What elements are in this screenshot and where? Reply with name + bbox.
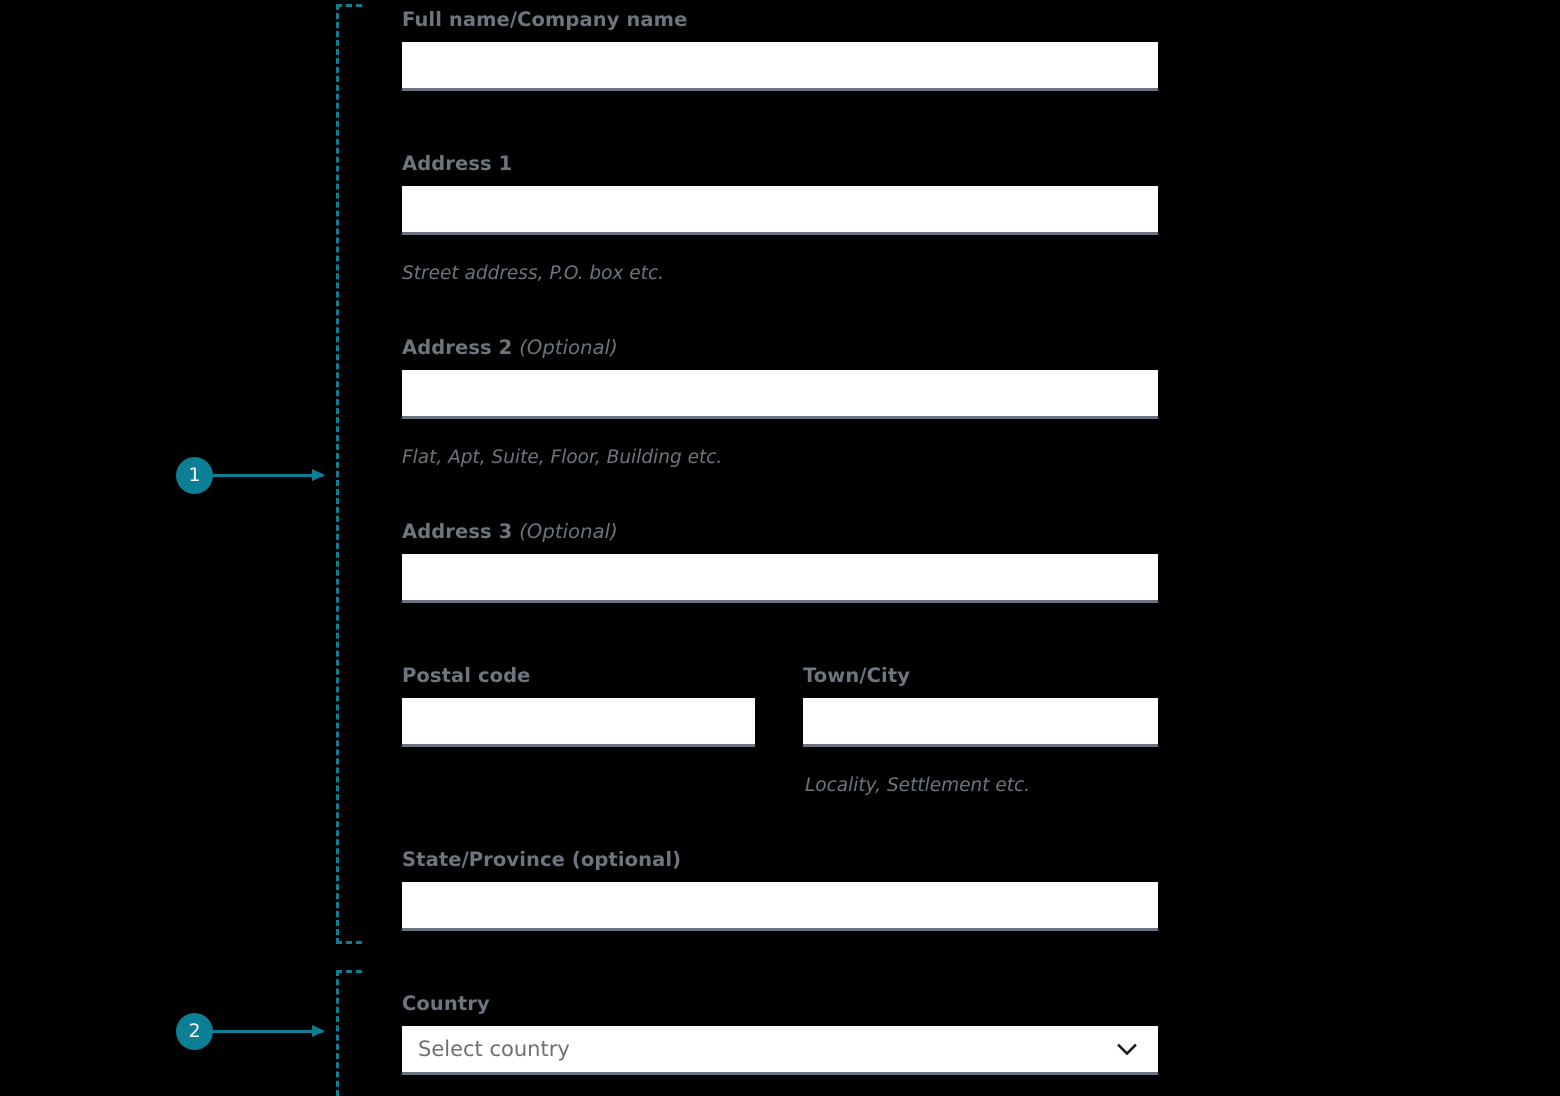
field-group-full-name: Full name/Company name bbox=[402, 8, 1158, 92]
postal-code-label: Postal code bbox=[402, 664, 755, 687]
address-1-label-text: Address 1 bbox=[402, 152, 513, 175]
field-group-postal-code: Postal code bbox=[402, 664, 755, 748]
address-2-helper-text: Flat, Apt, Suite, Floor, Building etc. bbox=[402, 447, 723, 468]
callout-arrow-2 bbox=[210, 1025, 325, 1037]
full-name-label-text: Full name/Company name bbox=[402, 8, 688, 31]
chevron-down-icon bbox=[1114, 1036, 1140, 1062]
address-3-input[interactable] bbox=[402, 554, 1158, 604]
address-3-optional-tag: (Optional) bbox=[519, 520, 618, 543]
town-city-helper-text: Locality, Settlement etc. bbox=[805, 775, 1031, 796]
region-1-dashed-top-stub bbox=[336, 4, 362, 7]
address-3-label-text: Address 3 bbox=[402, 520, 513, 543]
callout-badge-2: 2 bbox=[176, 1013, 213, 1050]
callout-arrow-1 bbox=[210, 469, 325, 481]
town-city-label-text: Town/City bbox=[803, 664, 911, 687]
town-city-label: Town/City bbox=[803, 664, 1158, 687]
address-1-input[interactable] bbox=[402, 186, 1158, 236]
region-1-dashed-bottom-stub bbox=[336, 941, 362, 944]
postal-code-input[interactable] bbox=[402, 698, 755, 748]
field-group-town-city: Town/City bbox=[803, 664, 1158, 748]
field-group-address-1: Address 1 bbox=[402, 152, 1158, 236]
field-group-country: Country Select country bbox=[402, 992, 1158, 1076]
address-2-input[interactable] bbox=[402, 370, 1158, 420]
field-group-state-province: State/Province (optional) bbox=[402, 848, 1158, 932]
state-province-label: State/Province (optional) bbox=[402, 848, 1158, 871]
callout-badge-1: 1 bbox=[176, 457, 213, 494]
region-1-dashed-boundary bbox=[336, 4, 339, 944]
full-name-input[interactable] bbox=[402, 42, 1158, 92]
country-label-text: Country bbox=[402, 992, 490, 1015]
region-2-dashed-boundary bbox=[336, 970, 339, 1096]
state-province-label-text: State/Province (optional) bbox=[402, 848, 682, 871]
country-select[interactable]: Select country bbox=[402, 1026, 1158, 1076]
address-1-label: Address 1 bbox=[402, 152, 1158, 175]
country-label: Country bbox=[402, 992, 1158, 1015]
address-2-label-text: Address 2 bbox=[402, 336, 513, 359]
field-group-address-3: Address 3 (Optional) bbox=[402, 520, 1158, 604]
town-city-input[interactable] bbox=[803, 698, 1158, 748]
postal-code-label-text: Postal code bbox=[402, 664, 531, 687]
region-2-dashed-top-stub bbox=[336, 970, 362, 973]
field-group-address-2: Address 2 (Optional) bbox=[402, 336, 1158, 420]
address-2-label: Address 2 (Optional) bbox=[402, 336, 1158, 359]
field-group-postal-town-row: Postal code Town/City bbox=[402, 664, 1158, 748]
full-name-label: Full name/Company name bbox=[402, 8, 1158, 31]
address-2-optional-tag: (Optional) bbox=[519, 336, 618, 359]
country-select-value: Select country bbox=[418, 1036, 570, 1061]
state-province-input[interactable] bbox=[402, 882, 1158, 932]
address-3-label: Address 3 (Optional) bbox=[402, 520, 1158, 543]
address-1-helper-text: Street address, P.O. box etc. bbox=[402, 263, 664, 284]
